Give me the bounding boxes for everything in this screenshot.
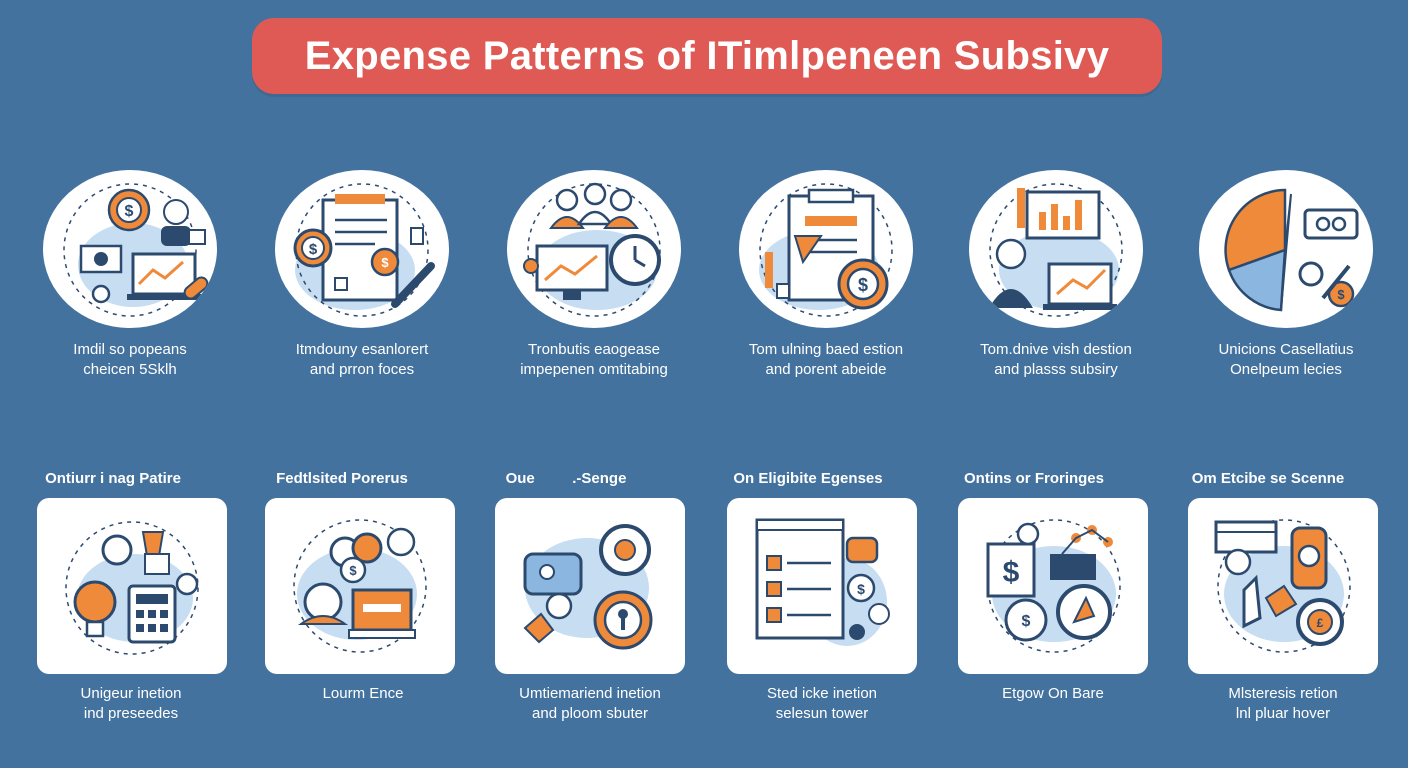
top-item-3: Tronbutis eaogease impepenen omtitabing — [494, 170, 694, 380]
caption: Sted icke inetion selesun tower — [766, 685, 878, 722]
caption: Etgow On Bare — [1002, 685, 1104, 702]
svg-text:$: $ — [349, 563, 357, 578]
svg-text:$: $ — [857, 581, 865, 597]
caption: Tom ulning baed estion and porent abeide — [748, 341, 904, 378]
caption: Umtiemariend inetion and ploom sbuter — [519, 685, 661, 722]
caption: Imdil so popeans cheicen 5Sklh — [73, 341, 187, 378]
section-heading: Ontins or Froringes — [963, 470, 1104, 487]
document-dollar-icon: $ $ — [275, 170, 449, 328]
top-item-4: $ Tom ulning baed estion and porent abei… — [726, 170, 926, 380]
section-heading: Fedtlsited Porerus — [276, 470, 408, 487]
gear-dollar-laptop-icon: $ — [43, 170, 217, 328]
gear-location-icon — [495, 498, 685, 674]
clipboard-dollar-gear-icon: $ — [739, 170, 913, 328]
caption: Unigeur inetion ind preseedes — [80, 685, 182, 722]
section-heading: On Eligibite Egenses — [733, 470, 883, 487]
title-banner: Expense Patterns of ITimlpeneen Subsivy — [252, 18, 1162, 94]
svg-text:$: $ — [125, 203, 134, 220]
svg-text:£: £ — [1317, 616, 1324, 630]
checklist-icon: $ — [727, 498, 917, 674]
top-item-6: $ Unicions Casellatius Onelpeum lecies — [1186, 170, 1386, 380]
svg-text:$: $ — [858, 275, 868, 295]
dollar-box-icon: $ — [265, 498, 455, 674]
section-heading: Oue .-Senge — [505, 470, 627, 487]
svg-text:$: $ — [309, 241, 318, 258]
team-chart-gear-icon — [507, 170, 681, 328]
svg-text:$: $ — [1003, 556, 1020, 589]
lightbulb-calculator-icon — [37, 498, 227, 674]
top-item-2: $ $ Itmdouny esanlorert and prron foces — [262, 170, 462, 380]
svg-text:$: $ — [381, 255, 389, 270]
caption: Tronbutis eaogease impepenen omtitabing — [520, 341, 668, 378]
top-item-5: Tom.dnive vish destion and plasss subsir… — [956, 170, 1156, 380]
svg-text:$: $ — [1022, 613, 1031, 630]
page-title: Expense Patterns of ITimlpeneen Subsivy — [304, 33, 1110, 78]
section-heading: Om Etcibe se Scenne — [1191, 470, 1345, 487]
hand-gear-icon: £ — [1188, 498, 1378, 674]
caption: Unicions Casellatius Onelpeum lecies — [1218, 341, 1354, 378]
svg-text:$: $ — [1337, 287, 1345, 302]
caption: Tom.dnive vish destion and plasss subsir… — [980, 341, 1132, 378]
pie-chart-icon: $ — [1199, 170, 1373, 328]
top-item-1: $ Imdil so popeans cheicen 5Sklh — [30, 170, 230, 380]
caption: Mlsteresis retion lnl pluar hover — [1228, 685, 1338, 722]
caption: Lourm Ence — [322, 685, 404, 702]
section-heading: Ontiurr i nag Patire — [45, 470, 181, 487]
person-chart-icon — [969, 170, 1143, 328]
dollar-network-gear-icon: $ $ — [958, 498, 1148, 674]
caption: Itmdouny esanlorert and prron foces — [295, 341, 429, 378]
